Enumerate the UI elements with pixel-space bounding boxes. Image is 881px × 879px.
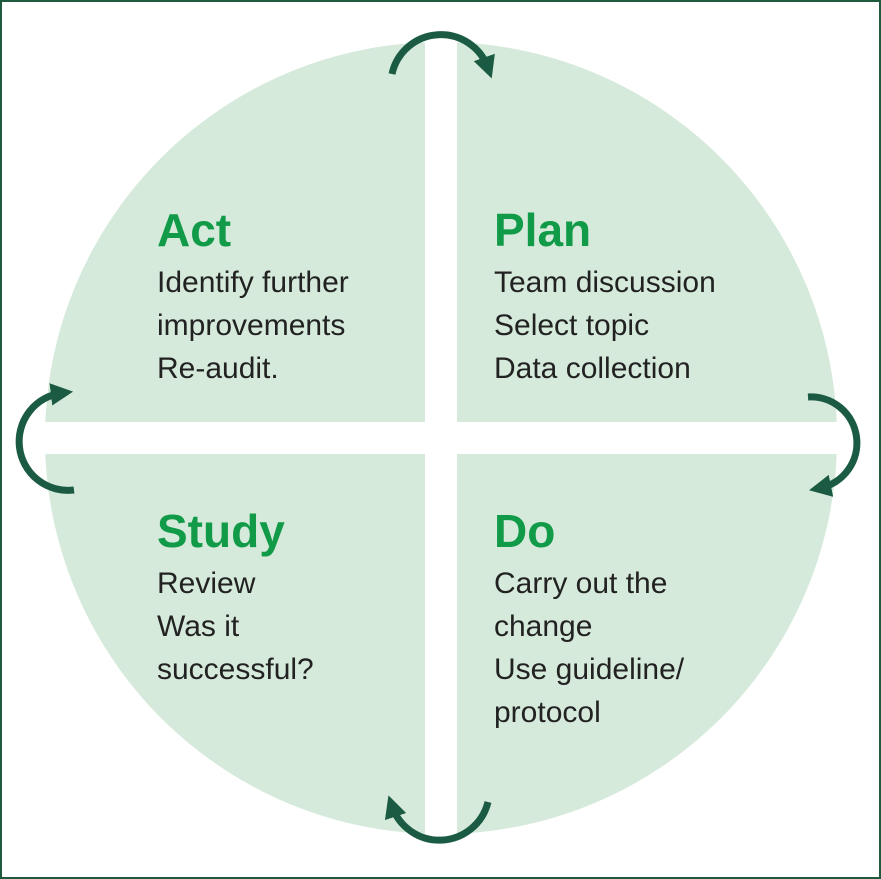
do-line: Use guideline/	[494, 653, 685, 686]
horizontal-divider	[30, 422, 850, 454]
do-title: Do	[494, 505, 556, 557]
left-clockwise-arrow-icon	[15, 383, 75, 494]
plan-line: Select topic	[494, 309, 650, 342]
do-line: change	[494, 610, 593, 643]
right-clockwise-arrow-icon	[807, 393, 861, 497]
act-quadrant: Act Identify further improvements Re-aud…	[157, 207, 457, 390]
act-title: Act	[157, 204, 232, 256]
do-line: Carry out the	[494, 567, 668, 600]
study-line: successful?	[157, 653, 314, 686]
do-quadrant: Do Carry out the change Use guideline/ p…	[494, 508, 794, 734]
plan-line: Team discussion	[494, 266, 716, 299]
study-line: Review	[157, 567, 256, 600]
study-line: Was it	[157, 610, 240, 643]
study-title: Study	[157, 505, 285, 557]
act-line: Re-audit.	[157, 352, 279, 385]
plan-line: Data collection	[494, 352, 691, 385]
act-line: improvements	[157, 309, 346, 342]
plan-quadrant: Plan Team discussion Select topic Data c…	[494, 207, 794, 390]
study-quadrant: Study Review Was it successful?	[157, 508, 457, 691]
do-line: protocol	[494, 696, 601, 729]
plan-title: Plan	[494, 204, 592, 256]
act-line: Identify further	[157, 266, 349, 299]
top-clockwise-arrow-icon	[388, 31, 495, 79]
bottom-clockwise-arrow-icon	[384, 795, 492, 844]
